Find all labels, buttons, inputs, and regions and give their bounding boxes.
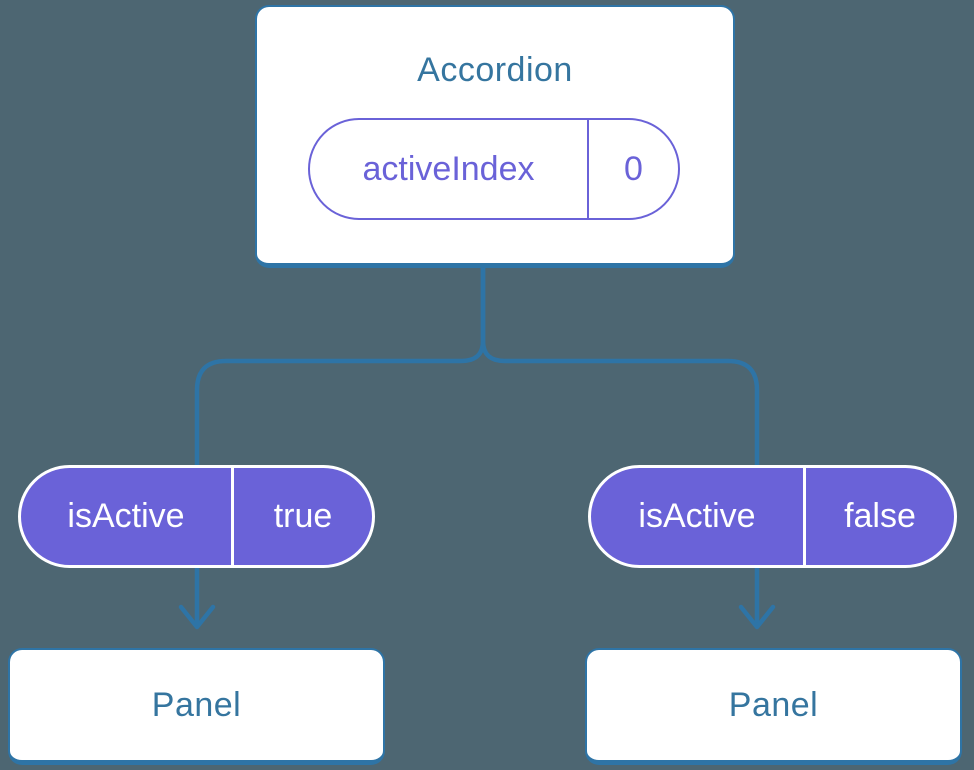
accordion-node: Accordion activeIndex 0 — [255, 5, 735, 268]
prop-pill-isactive-false: isActive false — [588, 465, 957, 568]
state-name: activeIndex — [310, 120, 589, 218]
prop-value: true — [273, 497, 333, 535]
accordion-node-label: Accordion — [417, 51, 573, 89]
prop-name: isActive — [591, 468, 806, 565]
prop-name: isActive — [21, 468, 234, 565]
connector-branch-right — [480, 266, 760, 624]
arrow-down-icon-right — [738, 604, 776, 630]
panel-node-label: Panel — [151, 685, 242, 724]
state-pill: activeIndex 0 — [308, 118, 680, 220]
arrow-down-icon-left — [178, 604, 216, 630]
state-value: 0 — [624, 149, 643, 188]
panel-node-label: Panel — [728, 685, 819, 724]
panel-node-right: Panel — [585, 648, 962, 765]
panel-node-left: Panel — [8, 648, 385, 765]
prop-pill-isactive-true: isActive true — [18, 465, 375, 568]
connector-branch-left — [194, 266, 486, 624]
prop-value: false — [844, 497, 916, 535]
